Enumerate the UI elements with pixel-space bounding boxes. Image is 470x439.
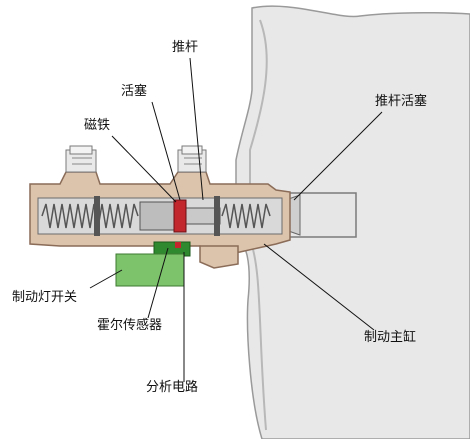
seal-left bbox=[94, 196, 100, 236]
hall-sensor-chip bbox=[175, 242, 181, 248]
leader-brake-light-switch bbox=[89, 269, 123, 289]
spring-right bbox=[221, 203, 271, 229]
leader-magnet bbox=[111, 135, 177, 203]
label-brake-light-switch: 制动灯开关 bbox=[12, 290, 78, 305]
leader-push-rod bbox=[189, 57, 204, 201]
leader-push-rod-piston bbox=[293, 111, 383, 201]
label-push-rod: 推杆 bbox=[172, 40, 199, 55]
leader-brake-master-cylinder bbox=[263, 243, 375, 331]
label-brake-master-cylinder: 制动主缸 bbox=[364, 330, 417, 345]
label-analysis-circuit: 分析电路 bbox=[146, 380, 199, 395]
housing-outlet-boss bbox=[199, 245, 239, 269]
label-magnet: 磁铁 bbox=[84, 118, 111, 133]
label-hall-sensor: 霍尔传感器 bbox=[97, 318, 163, 333]
magnet bbox=[173, 199, 187, 233]
label-piston: 活塞 bbox=[121, 84, 148, 99]
reservoir-port-right bbox=[177, 145, 207, 173]
spring-left bbox=[41, 203, 139, 229]
piston-body bbox=[139, 201, 175, 231]
leader-piston bbox=[151, 101, 181, 201]
leader-hall-sensor bbox=[147, 247, 169, 319]
brake-light-switch bbox=[115, 253, 185, 287]
reservoir-port-left bbox=[65, 145, 97, 173]
seal-right bbox=[214, 196, 220, 236]
label-push-rod-piston: 推杆活塞 bbox=[375, 94, 428, 109]
